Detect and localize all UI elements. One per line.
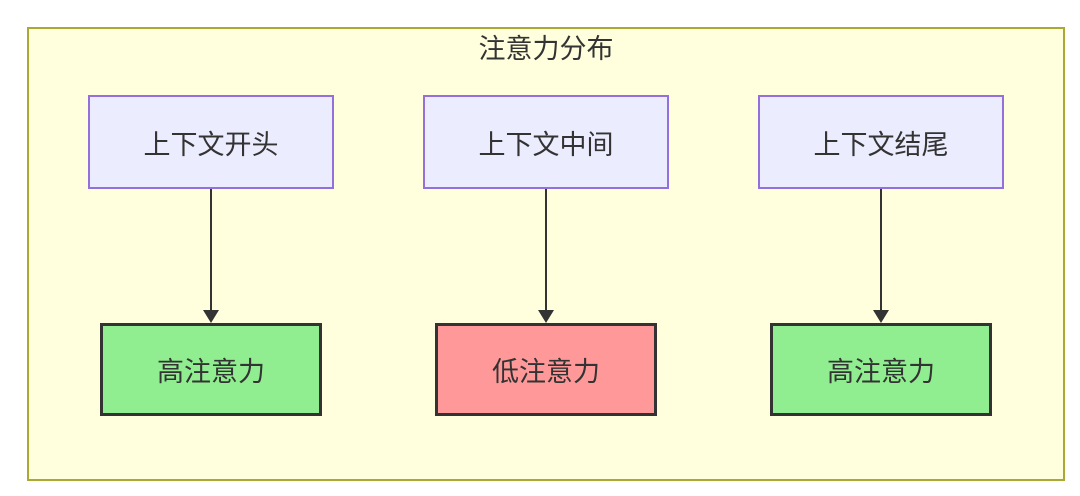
cluster-title: 注意力分布 — [478, 34, 614, 64]
node-attention-low-middle: 低注意力 — [435, 323, 657, 416]
arrow-head — [873, 310, 889, 323]
diagram-column-context-end: 上下文结尾 高注意力 — [758, 95, 1004, 416]
node-label: 上下文中间 — [478, 129, 614, 160]
diagram-column-context-start: 上下文开头 高注意力 — [88, 95, 334, 416]
node-attention-high-right: 高注意力 — [770, 323, 992, 416]
node-label: 低注意力 — [492, 357, 600, 387]
arrow-head — [538, 310, 554, 323]
arrow-down-icon — [873, 189, 889, 323]
arrow-down-icon — [538, 189, 554, 323]
arrow-line — [210, 189, 212, 310]
arrow-line — [545, 189, 547, 310]
node-context-middle: 上下文中间 — [423, 95, 669, 189]
node-label: 上下文开头 — [143, 129, 279, 160]
node-label: 上下文结尾 — [813, 129, 949, 160]
node-label: 高注意力 — [827, 357, 935, 387]
arrow-down-icon — [203, 189, 219, 323]
node-context-start: 上下文开头 — [88, 95, 334, 189]
diagram-column-context-middle: 上下文中间 低注意力 — [423, 95, 669, 416]
arrow-head — [203, 310, 219, 323]
node-label: 高注意力 — [157, 357, 265, 387]
arrow-line — [880, 189, 882, 310]
node-context-end: 上下文结尾 — [758, 95, 1004, 189]
attention-distribution-cluster: 注意力分布 上下文开头 高注意力 上下文中间 低注意力 — [27, 27, 1065, 481]
node-attention-high-left: 高注意力 — [100, 323, 322, 416]
